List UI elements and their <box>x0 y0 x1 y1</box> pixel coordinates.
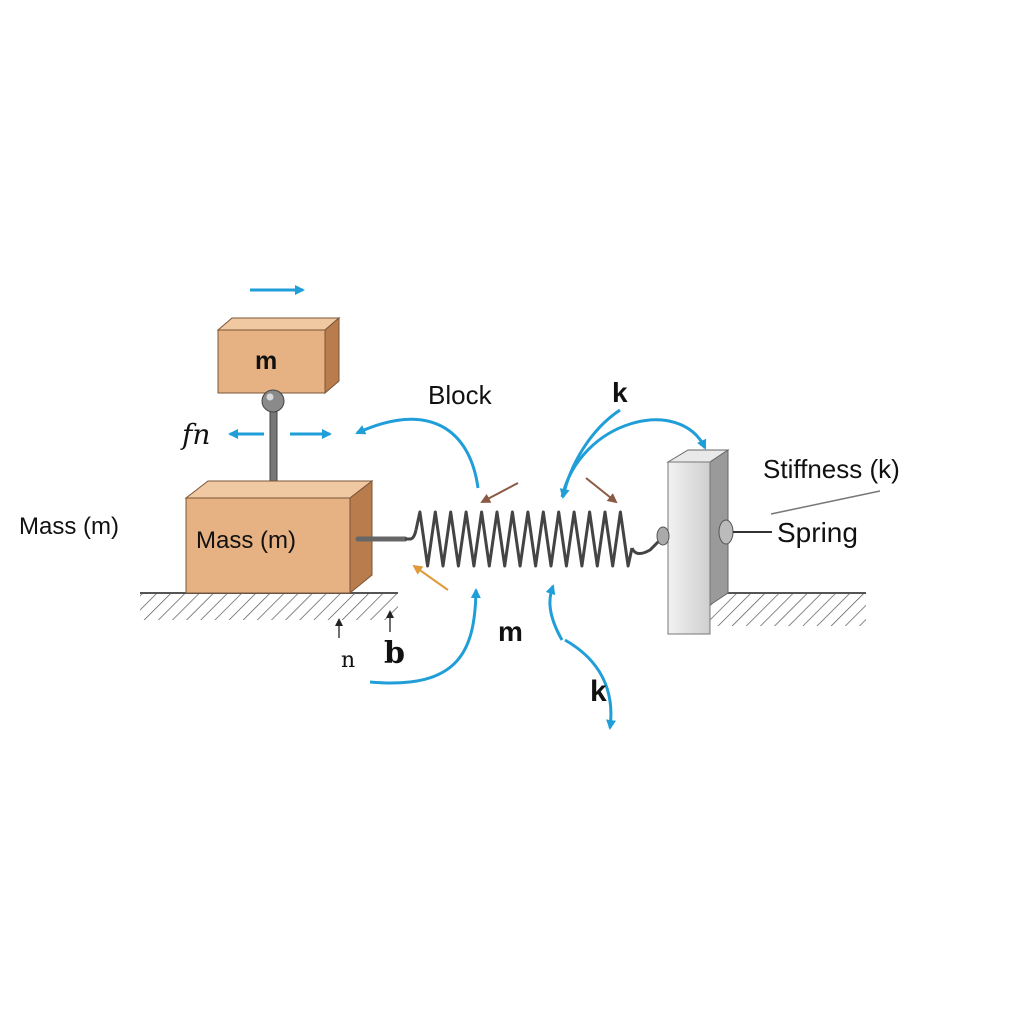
ground-left <box>140 592 398 620</box>
mass-left-label: Mass (m) <box>19 513 119 540</box>
block-curved-arrow <box>355 417 480 489</box>
wall <box>656 449 772 635</box>
spring-label: Spring <box>777 517 858 548</box>
main-mass-block <box>184 479 374 595</box>
dimension-arrows <box>335 610 394 638</box>
k-top-label: k <box>612 377 628 408</box>
k-top-double-arrow-b <box>559 408 621 499</box>
mass-block-label: Mass (m) <box>196 527 296 554</box>
orange-arrow <box>412 564 449 591</box>
n-curved-arrow <box>369 588 481 685</box>
top-block-label: m <box>255 347 278 375</box>
n-label: n <box>341 648 356 673</box>
m-bottom-label: m <box>498 616 523 647</box>
top-block <box>216 316 341 395</box>
force-label: fn <box>182 418 211 451</box>
k-bottom-label: k <box>590 675 607 708</box>
connecting-rod <box>261 389 285 491</box>
blue-arrows <box>228 285 707 730</box>
m-bottom-arrow-up <box>545 584 564 641</box>
block-label: Block <box>428 380 492 410</box>
brown-arrows <box>480 477 618 504</box>
k-bottom-arrow-down <box>564 638 616 730</box>
b-label: b <box>384 636 405 671</box>
stiffness-label: Stiffness (k) <box>763 454 900 484</box>
stiffness-leader-line <box>770 490 881 515</box>
spring <box>355 510 662 568</box>
